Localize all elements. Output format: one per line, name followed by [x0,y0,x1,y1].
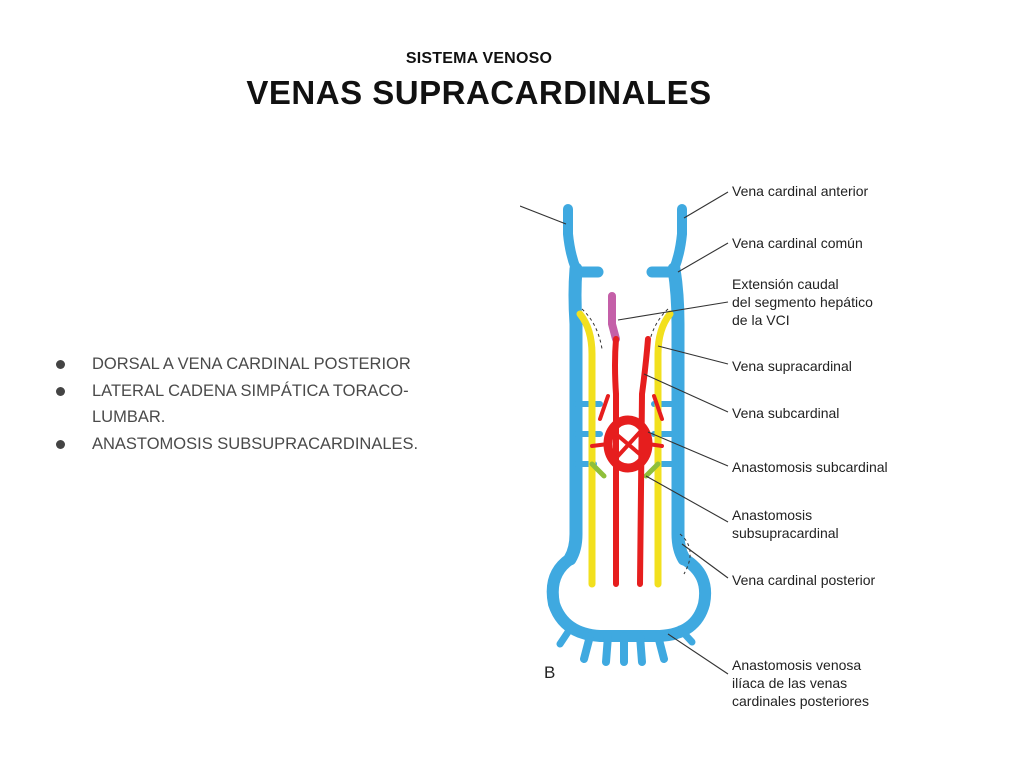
label-caudal-extension-2: del segmento hepático [732,294,873,310]
label-subsupracardinal-1: Anastomosis [732,507,812,523]
leader-lines [520,191,729,675]
bullet-list: DORSAL A VENA CARDINAL POSTERIOR LATERAL… [52,351,512,457]
regressing-segments [581,308,691,575]
bullet-item: DORSAL A VENA CARDINAL POSTERIOR [52,351,512,378]
bullet-dot-icon [56,386,65,396]
hepatic-extension-ivc [608,292,620,343]
right-supracardinal [654,310,674,588]
diagram-svg: B Vena cardinal anterior Vena cardinal c… [520,183,888,709]
label-common-cardinal: Vena cardinal común [732,235,863,251]
bullet-text: DORSAL A VENA CARDINAL POSTERIOR [92,355,411,373]
bullet-dot-icon [56,439,65,449]
label-caudal-extension-3: de la VCI [732,312,790,328]
left-subcardinal [612,336,619,587]
right-anterior-cardinal [669,204,687,274]
cardinal-veins [546,204,711,666]
supracardinal-veins [576,310,674,588]
label-subcardinal-anastomosis: Anastomosis subcardinal [732,459,888,475]
tail-vessel [602,632,612,666]
label-supracardinal: Vena supracardinal [732,358,852,374]
bullet-item: LATERAL CADENA SIMPÁTICA TORACO- LUMBAR. [52,378,512,431]
venous-system-diagram: B Vena cardinal anterior Vena cardinal c… [520,164,920,724]
bullet-item: ANASTOMOSIS SUBSUPRACARDINALES. [52,431,512,458]
label-caudal-extension-1: Extensión caudal [732,276,839,292]
panel-letter: B [544,663,555,682]
label-iliac-anastomosis-3: cardinales posteriores [732,693,869,709]
subcardinal-veins [590,336,664,587]
right-subcardinal [637,336,651,587]
left-posterior-cardinal [563,262,583,566]
left-supracardinal [576,310,596,588]
diagram-labels: Vena cardinal anterior Vena cardinal com… [732,183,888,709]
subsupracardinal-anastomosis [589,461,661,479]
label-iliac-anastomosis-2: ilíaca de las venas [732,675,847,691]
iliac-anastomosis-loop [546,553,711,642]
label-subsupracardinal-2: subsupracardinal [732,525,839,541]
bullet-text: LATERAL CADENA SIMPÁTICA TORACO- LUMBAR. [92,381,409,427]
slide-subtitle: SISTEMA VENOSO [405,50,553,67]
bullet-text: ANASTOMOSIS SUBSUPRACARDINALES. [92,434,419,453]
tail-vessel [636,632,646,666]
tail-vessel [654,632,668,663]
label-posterior-cardinal: Vena cardinal posterior [732,572,876,588]
tail-vessel [580,632,594,663]
left-anterior-cardinal [563,204,581,274]
tail-vessel [676,625,696,646]
label-anterior-cardinal: Vena cardinal anterior [732,183,869,199]
tail-vessel [556,625,574,648]
label-subcardinal: Vena subcardinal [732,405,839,421]
right-posterior-cardinal [667,262,691,566]
bullet-dot-icon [56,360,65,369]
label-iliac-anastomosis-1: Anastomosis venosa [732,657,861,673]
slide-title: VENAS SUPRACARDINALES [246,74,712,111]
